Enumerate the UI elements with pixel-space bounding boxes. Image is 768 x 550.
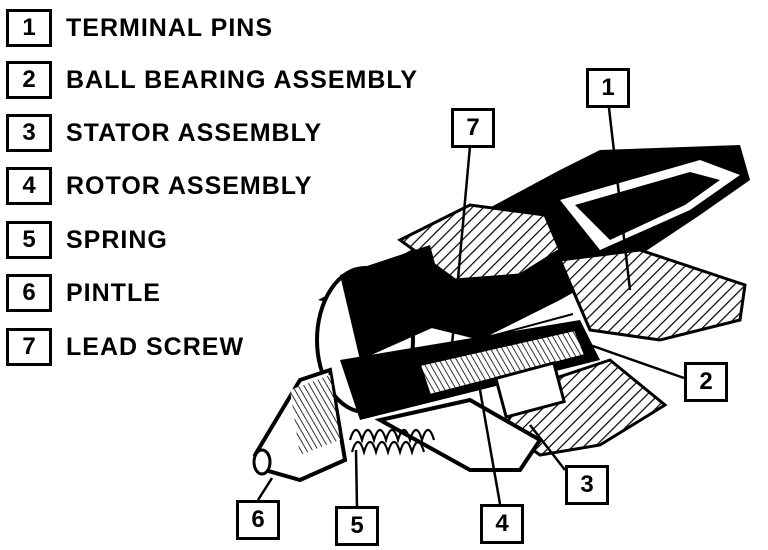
legend-label: PINTLE [66, 278, 161, 307]
housing [315, 145, 750, 472]
legend-row-4: 4 ROTOR ASSEMBLY [6, 166, 312, 206]
legend-label: STATOR ASSEMBLY [66, 118, 323, 147]
legend-number-box: 7 [6, 328, 52, 366]
callout-3: 3 [565, 465, 609, 505]
legend-row-3: 3 STATOR ASSEMBLY [6, 113, 322, 153]
legend-number-box: 1 [6, 9, 52, 47]
callout-7: 7 [451, 108, 495, 148]
legend-number-box: 6 [6, 274, 52, 312]
legend-label: BALL BEARING ASSEMBLY [66, 65, 419, 94]
legend-label: TERMINAL PINS [66, 13, 273, 42]
legend-number-box: 2 [6, 61, 52, 99]
callout-1: 1 [586, 68, 630, 108]
legend-number-box: 5 [6, 221, 52, 259]
legend-number-box: 3 [6, 114, 52, 152]
inner-parts [340, 313, 600, 456]
callout-6: 6 [236, 500, 280, 540]
legend-label: ROTOR ASSEMBLY [66, 171, 313, 200]
legend-label: SPRING [66, 225, 168, 254]
pintle-tip [252, 367, 348, 483]
legend-row-7: 7 LEAD SCREW [6, 327, 244, 367]
legend-row-6: 6 PINTLE [6, 273, 161, 313]
callout-5: 5 [335, 506, 379, 546]
legend-row-2: 2 BALL BEARING ASSEMBLY [6, 60, 418, 100]
leader-lines [256, 107, 685, 509]
legend-label: LEAD SCREW [66, 332, 245, 361]
legend-row-1: 1 TERMINAL PINS [6, 8, 273, 48]
callout-4: 4 [480, 504, 524, 544]
legend-number-box: 4 [6, 167, 52, 205]
callout-2: 2 [684, 362, 728, 402]
legend-row-5: 5 SPRING [6, 220, 168, 260]
